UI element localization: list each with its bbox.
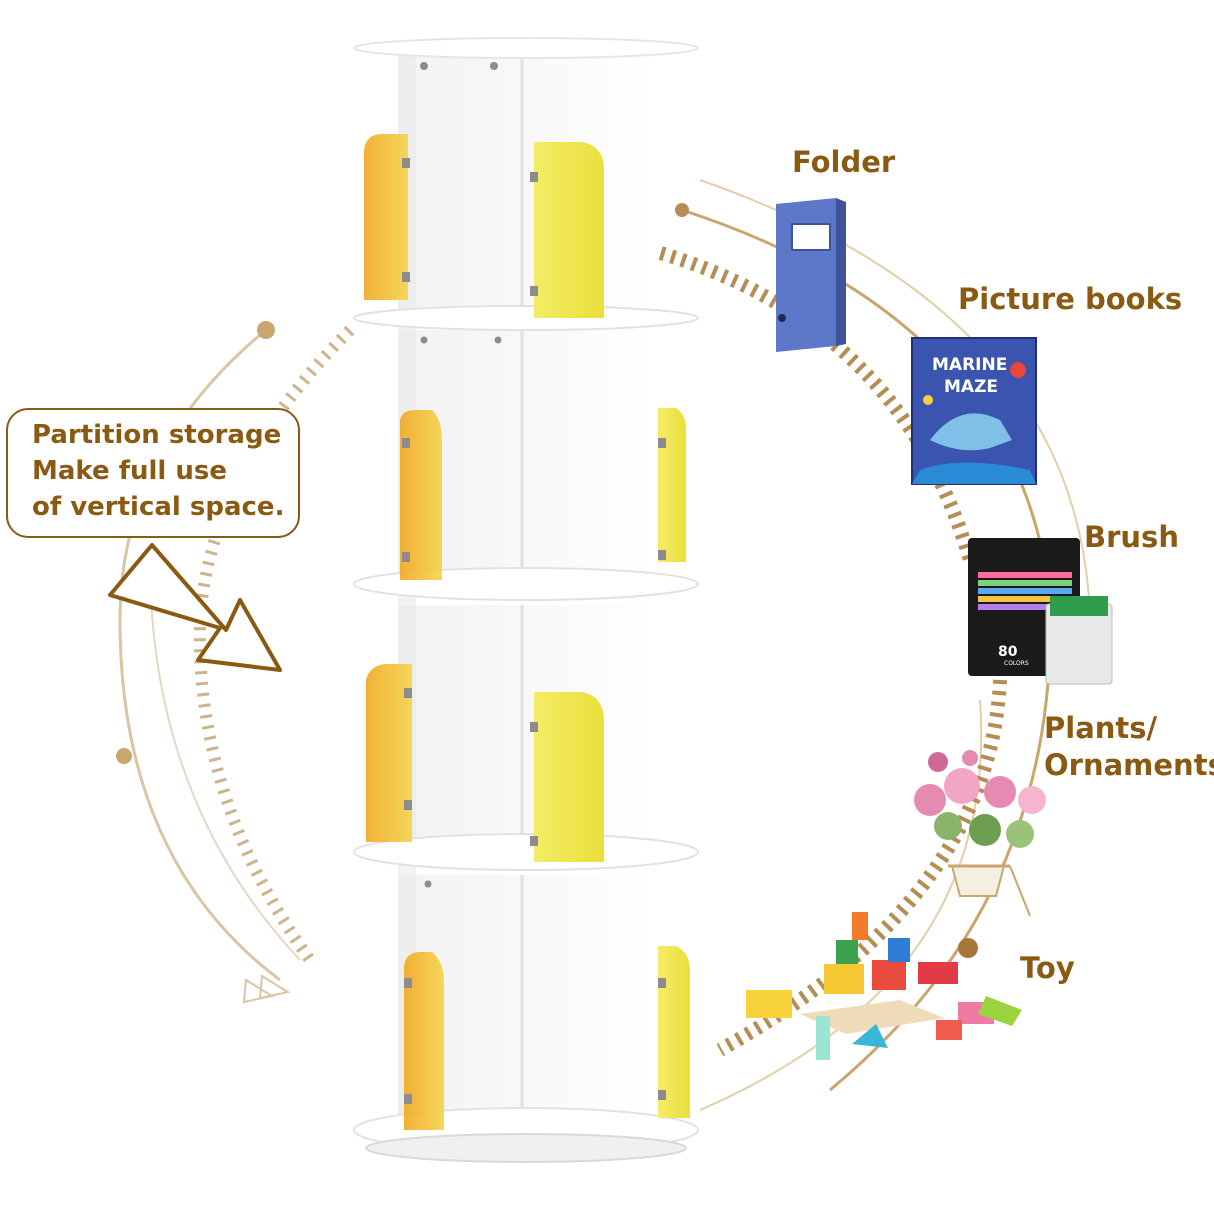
label-folder: Folder: [792, 145, 896, 179]
marker-set-icon: 80 COLORS: [968, 538, 1113, 685]
book-title-1: MARINE: [932, 355, 1007, 375]
callout-line-2: Make full use: [32, 456, 228, 486]
acrylic-panels: [364, 134, 690, 1130]
picture-book-icon: MARINE MAZE: [911, 337, 1037, 485]
marker-caps: [978, 572, 1072, 610]
label-ornaments: Ornaments: [1044, 748, 1214, 782]
book-title-2: MAZE: [944, 377, 998, 397]
label-brush: Brush: [1084, 520, 1179, 554]
callout-line-1: Partition storage: [32, 420, 282, 450]
marker-box-colors: COLORS: [1004, 660, 1029, 667]
flower-pot-icon: [914, 750, 1046, 917]
partition-callout: Partition storage Make full use of verti…: [6, 408, 300, 538]
marker-box-count: 80: [998, 644, 1018, 660]
label-toy: Toy: [1020, 951, 1075, 985]
screws: [402, 62, 666, 1104]
label-plants: Plants/: [1044, 711, 1158, 745]
callout-line-3: of vertical space.: [32, 492, 285, 522]
toy-blocks-icon: [746, 912, 1022, 1060]
folder-icon: [776, 198, 846, 352]
label-picture-books: Picture books: [958, 282, 1183, 316]
